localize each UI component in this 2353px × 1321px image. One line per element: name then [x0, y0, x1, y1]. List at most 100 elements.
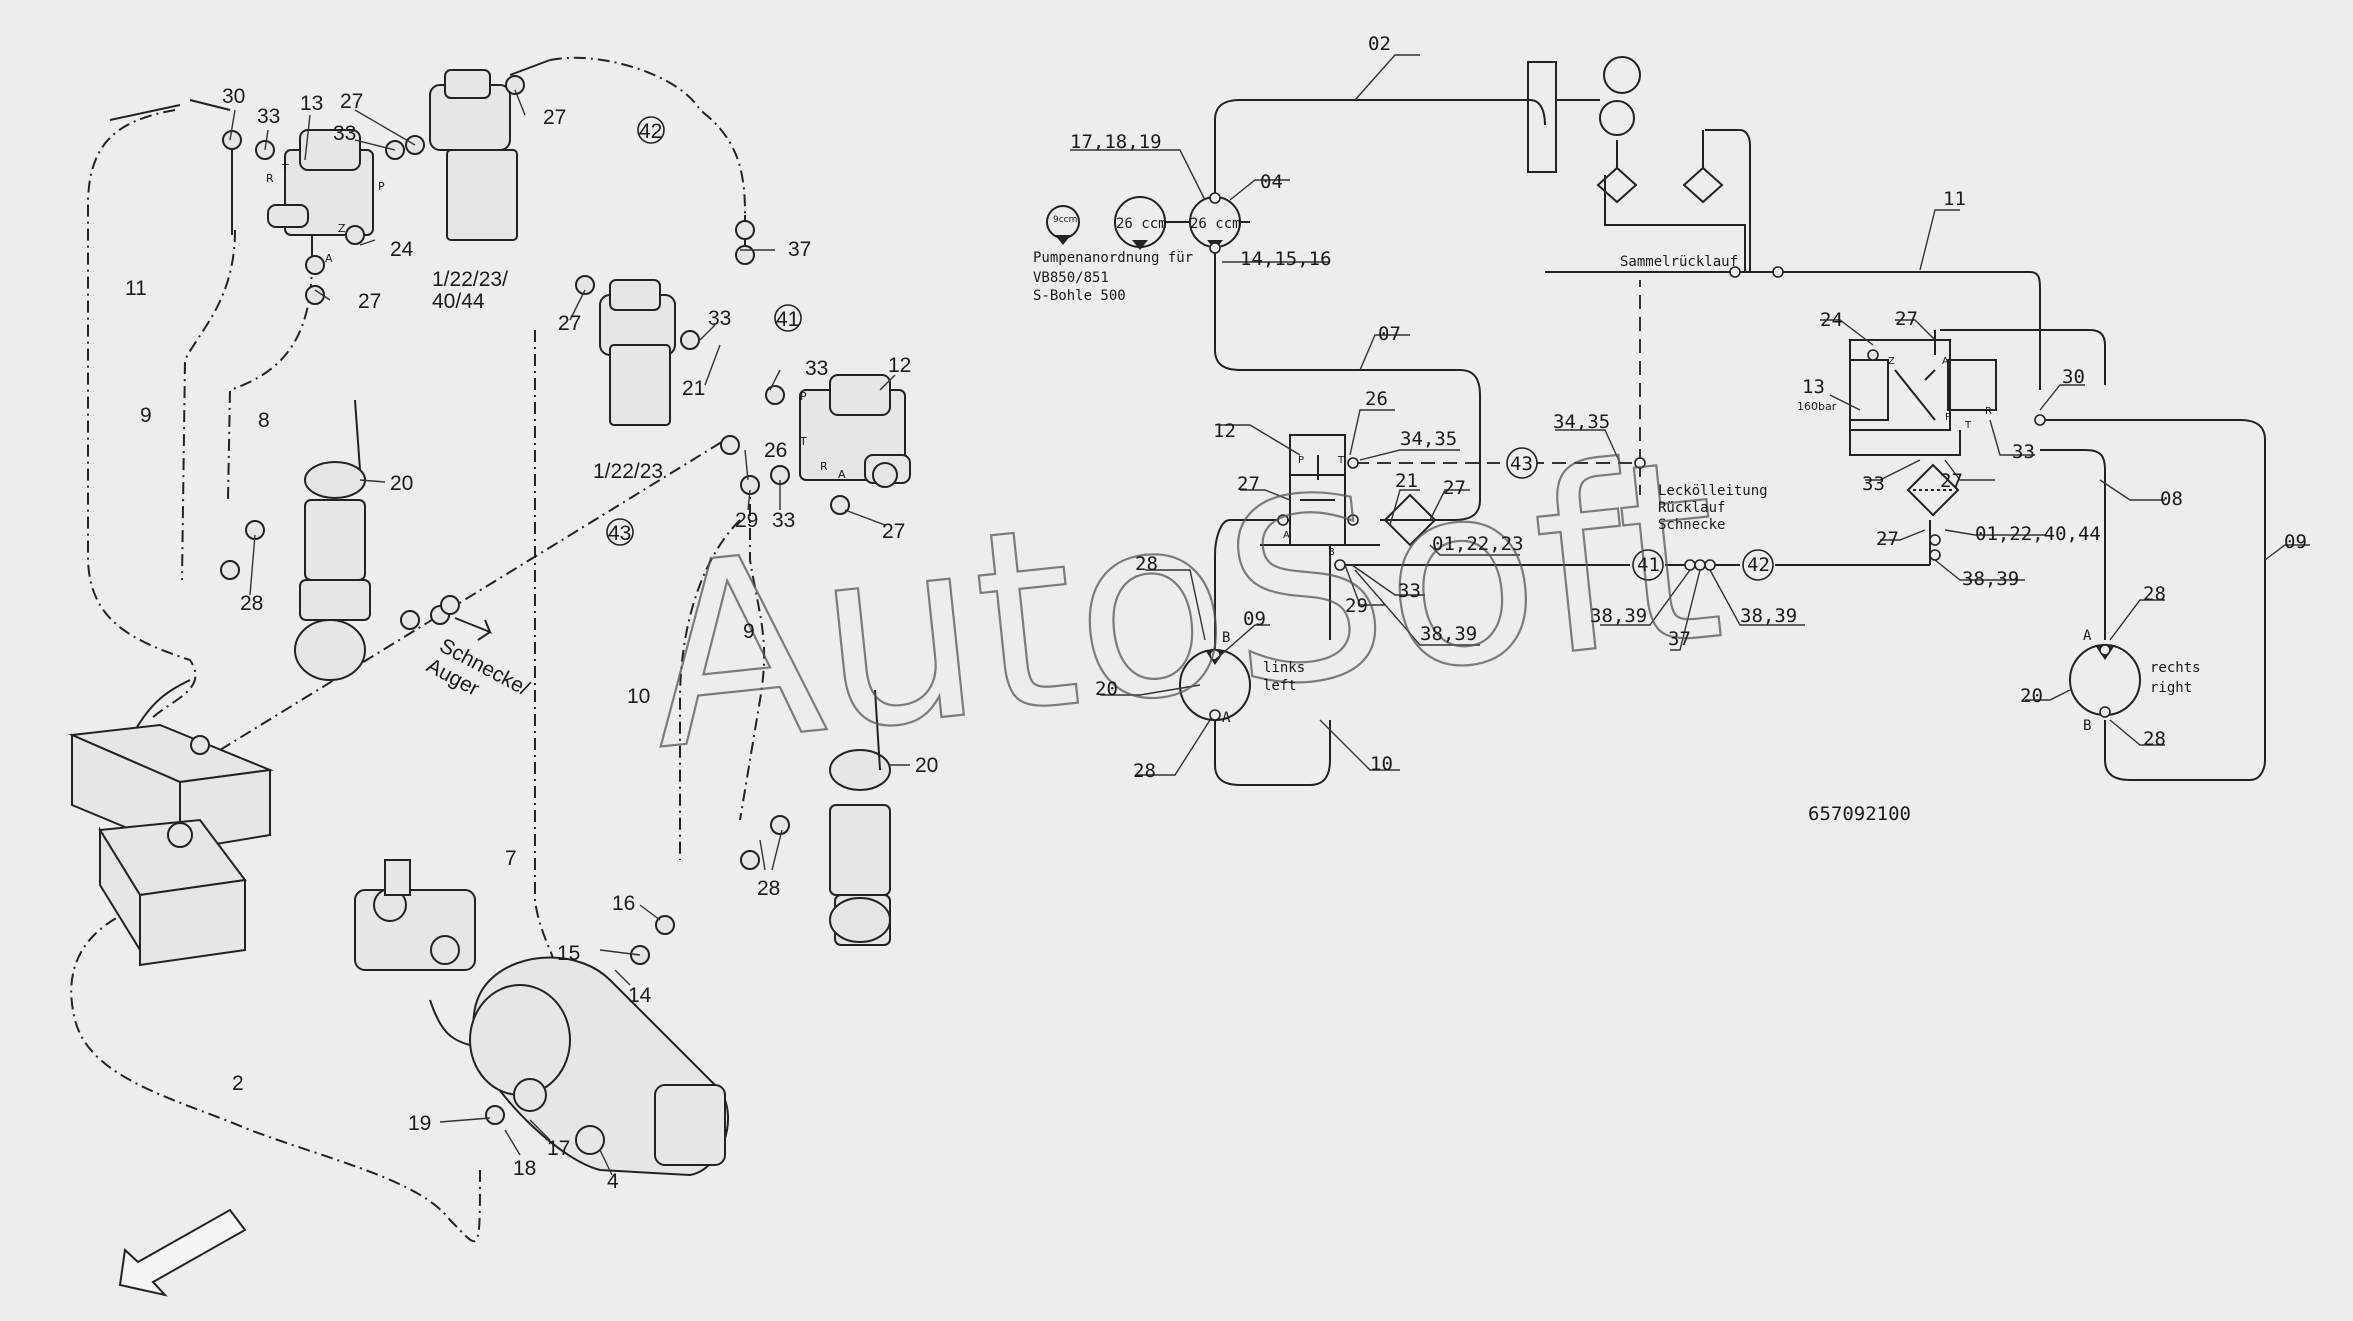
callout-16: 16: [612, 892, 635, 915]
callout-20: 20: [915, 754, 938, 777]
callout-filter-top-2: 40/44: [432, 290, 485, 313]
valve-block-12: [799, 374, 911, 488]
callout-28: 28: [240, 592, 263, 615]
callout-30: 30: [222, 85, 245, 108]
fittings: [190, 75, 850, 1125]
direction-arrow: [118, 1208, 247, 1297]
filter-top: [429, 69, 518, 241]
sch-callout-33: 33: [2012, 441, 2035, 463]
drawing-number: 657092100: [1808, 803, 1911, 825]
port-a-right: A: [2083, 628, 2092, 644]
sch-callout-21: 21: [1395, 470, 1418, 492]
callout-11: 11: [125, 277, 147, 300]
sch-callout-38-39: 38,39: [1740, 605, 1797, 627]
leak-line-1: Leckölleitung: [1658, 483, 1768, 499]
port-b-left: B: [1222, 630, 1230, 646]
callout-9: 9: [140, 404, 152, 427]
port-p-12: P: [800, 390, 807, 403]
sch-callout-10: 10: [1370, 753, 1393, 775]
pressure-label: 160bar: [1797, 400, 1837, 413]
callout-15: 15: [557, 942, 580, 965]
callout-20: 20: [390, 472, 413, 495]
motor-right-en: right: [2150, 680, 2192, 696]
callout-24: 24: [390, 238, 414, 261]
callout-33: 33: [333, 122, 356, 145]
pump-size-9ccm: 9ccm: [1053, 215, 1077, 225]
sch-callout-28: 28: [1133, 760, 1156, 782]
callout-filter-mid: 1/22/23: [593, 460, 663, 483]
callout-27: 27: [882, 520, 905, 543]
sch-callout-01-22-40-44: 01,22,40,44: [1975, 523, 2101, 545]
callout-14: 14: [628, 984, 652, 1007]
callout-29: 29: [735, 509, 758, 532]
callout-filter-top: 1/22/23/: [432, 268, 508, 291]
leak-line-2: Rücklauf: [1658, 500, 1725, 516]
sch-callout-09: 09: [1243, 608, 1266, 630]
sch-callout-20: 20: [2020, 685, 2043, 707]
port-p-13: P: [1945, 412, 1951, 423]
schematic-valve-12: [1260, 434, 1380, 546]
callout-10: 10: [627, 685, 650, 708]
sch-callout-24: 24: [1820, 309, 1843, 331]
pump-note-line3: S-Bohle 500: [1033, 288, 1126, 304]
circled-41: 41: [776, 308, 799, 331]
left-circled-markers: [606, 116, 802, 546]
callout-33: 33: [708, 307, 731, 330]
callout-27: 27: [340, 90, 363, 113]
callout-7: 7: [505, 847, 517, 870]
sch-callout-38-39: 38,39: [1962, 568, 2019, 590]
motor-20-left: [294, 399, 371, 681]
schematic-filter-21: [1383, 493, 1437, 547]
pump-note-line1: Pumpenanordnung für: [1033, 250, 1193, 266]
port-t: T: [281, 162, 289, 175]
callout-19: 19: [408, 1112, 431, 1135]
schematic-leaders: [1070, 54, 2310, 776]
sch-callout-37: 37: [1668, 628, 1691, 650]
callout-4: 4: [607, 1170, 619, 1193]
pump-note-line2: VB850/851: [1033, 270, 1109, 286]
schematic-filter-right: [1906, 463, 1960, 517]
circled-42: 42: [639, 120, 662, 143]
sch-callout-27: 27: [1237, 473, 1260, 495]
valve-block-13: [267, 129, 374, 245]
callout-8: 8: [258, 409, 270, 432]
left-leaders: [229, 89, 910, 1176]
sch-callout-13: 13: [1802, 376, 1825, 398]
port-a-12: A: [1283, 530, 1290, 541]
sch-callout-28: 28: [2143, 728, 2166, 750]
motor-right-de: rechts: [2150, 660, 2201, 676]
sch-callout-07: 07: [1378, 323, 1401, 345]
sch-callout-30: 30: [2062, 366, 2085, 388]
sch-callout-29: 29: [1345, 595, 1368, 617]
auger-arrow: [454, 617, 492, 641]
sch-circled-43: 43: [1510, 453, 1533, 475]
callout-37: 37: [788, 238, 811, 261]
sch-callout-28: 28: [1135, 553, 1158, 575]
pump-size-26-b: 26 ccm: [1190, 216, 1241, 232]
port-p-12: P: [1298, 455, 1304, 466]
sch-callout-27: 27: [1443, 477, 1466, 499]
sch-callout-33: 33: [1862, 473, 1885, 495]
callout-27: 27: [543, 106, 566, 129]
leak-line-3: Schnecke: [1658, 517, 1725, 533]
left-labels: 30 33 13 27 33 27 24 27 11 1/22/23/ 40/4…: [125, 85, 938, 1193]
sch-callout-34-35: 34,35: [1400, 428, 1457, 450]
port-r-13: R: [1985, 406, 1992, 417]
sch-callout-11: 11: [1943, 188, 1966, 210]
port-r-12: R: [820, 460, 828, 473]
sch-callout-34-35: 34,35: [1553, 411, 1610, 433]
sch-callout-17-18-19: 17,18,19: [1070, 131, 1162, 153]
port-a-13: A: [1942, 356, 1949, 367]
sch-callout-38-39: 38,39: [1590, 605, 1647, 627]
callout-21: 21: [682, 377, 705, 400]
motor-left-en: left: [1263, 678, 1297, 694]
schematic-top-panel: [1527, 56, 1724, 204]
sch-callout-27: 27: [1940, 470, 1963, 492]
filter-middle: [599, 279, 676, 426]
callout-28: 28: [757, 877, 780, 900]
port-b-right: B: [2083, 718, 2091, 734]
port-t-12: T: [799, 435, 807, 448]
callout-27: 27: [358, 290, 381, 313]
